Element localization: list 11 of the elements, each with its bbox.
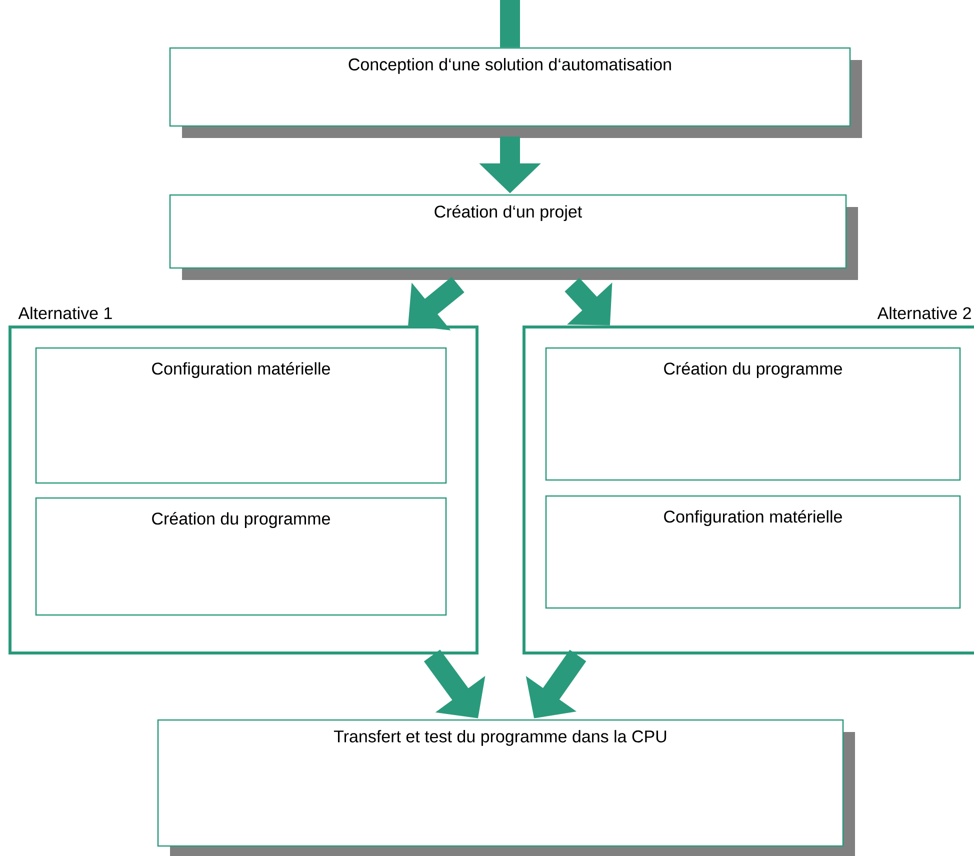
group-heading: Alternative 2 <box>877 306 971 320</box>
block-arrow <box>408 276 464 330</box>
group-heading: Alternative 1 <box>18 306 112 320</box>
process-box: Transfert et test du programme dans la CPU <box>157 719 844 847</box>
step-box: Configuration matérielle <box>35 347 447 484</box>
step-box: Création du programme <box>545 347 961 481</box>
process-box: Conception d‘une solution d‘automatisation <box>169 47 851 127</box>
process-box: Création d‘un projet <box>169 194 847 269</box>
block-arrow <box>564 278 612 326</box>
step-box: Configuration matérielle <box>545 495 961 609</box>
step-box: Création du programme <box>35 497 447 616</box>
